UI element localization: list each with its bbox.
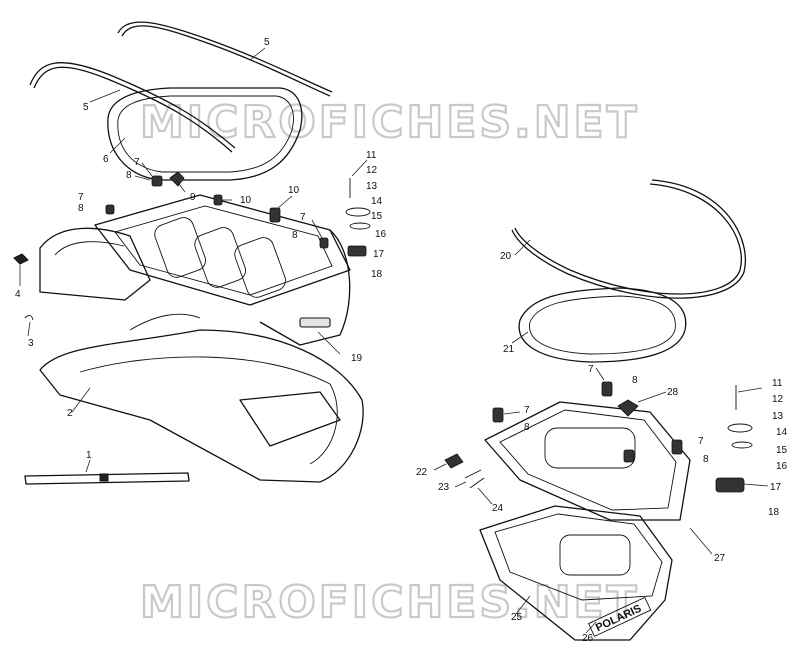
callout-14-left: 14 — [371, 196, 383, 207]
callout-8-c: 8 — [292, 230, 298, 241]
callout-23: 23 — [438, 482, 450, 493]
watermark-top: MICROFICHES.NET — [140, 97, 640, 148]
callout-28: 28 — [667, 387, 679, 398]
storage-tray-upper — [94, 194, 351, 346]
callouts: 1 2 3 4 5 5 6 7 7 7 8 8 8 9 10 10 11 12 … — [15, 37, 788, 644]
callout-8-f: 8 — [703, 454, 709, 465]
hardware-left — [24, 171, 371, 321]
callout-8-e: 8 — [524, 422, 530, 433]
callout-16-left: 16 — [375, 229, 387, 240]
callout-18-left: 18 — [371, 269, 383, 280]
callout-12-right: 12 — [772, 394, 784, 405]
callout-5-upper: 5 — [264, 37, 270, 48]
callout-8-a: 8 — [126, 170, 132, 181]
side-panel — [13, 227, 151, 301]
callout-20: 20 — [500, 251, 512, 262]
callout-18-right: 18 — [768, 507, 780, 518]
storage-tray-right — [484, 401, 691, 521]
callout-15-left: 15 — [371, 211, 383, 222]
callout-12-left: 12 — [366, 165, 378, 176]
seal-strip-right — [511, 179, 746, 299]
callout-11-left: 11 — [366, 150, 377, 161]
callout-10-b: 10 — [288, 185, 300, 196]
seal-strip-upper — [117, 21, 333, 97]
callout-13-left: 13 — [366, 181, 378, 192]
callout-17-right: 17 — [770, 482, 782, 493]
callout-9: 9 — [190, 192, 196, 203]
callout-7-a: 7 — [134, 157, 140, 168]
seal-strip-lower — [29, 62, 236, 153]
callout-26: 26 — [582, 633, 594, 644]
callout-7-c: 7 — [300, 212, 306, 223]
leader-lines — [19, 47, 769, 634]
callout-7-f: 7 — [698, 436, 704, 447]
callout-7-e: 7 — [524, 405, 530, 416]
callout-13-right: 13 — [772, 411, 784, 422]
callout-22: 22 — [416, 467, 428, 478]
callout-8-d: 8 — [632, 375, 638, 386]
seat-base — [39, 313, 364, 483]
callout-2: 2 — [67, 408, 73, 419]
callout-17-left: 17 — [373, 249, 385, 260]
callout-1: 1 — [86, 450, 92, 461]
strap — [24, 472, 190, 485]
callout-19: 19 — [351, 353, 363, 364]
callout-25: 25 — [511, 612, 523, 623]
watermark-bottom: MICROFICHES.NET — [140, 577, 640, 628]
callout-7-b: 7 — [78, 192, 84, 203]
callout-16-right: 16 — [776, 461, 788, 472]
callout-5-lower: 5 — [83, 102, 89, 113]
callout-15-right: 15 — [776, 445, 788, 456]
callout-10-a: 10 — [240, 195, 252, 206]
callout-21: 21 — [503, 344, 515, 355]
callout-14-right: 14 — [776, 427, 788, 438]
callout-11-right: 11 — [772, 378, 783, 389]
callout-7-d: 7 — [588, 364, 594, 375]
callout-4: 4 — [15, 289, 21, 300]
callout-8-b: 8 — [78, 203, 84, 214]
hardware-right — [444, 381, 753, 493]
seal-ring-right — [518, 287, 687, 363]
seal-ring-upper — [107, 87, 303, 181]
callout-6: 6 — [103, 154, 109, 165]
callout-24: 24 — [492, 503, 504, 514]
callout-27: 27 — [714, 553, 726, 564]
callout-3: 3 — [28, 338, 34, 349]
